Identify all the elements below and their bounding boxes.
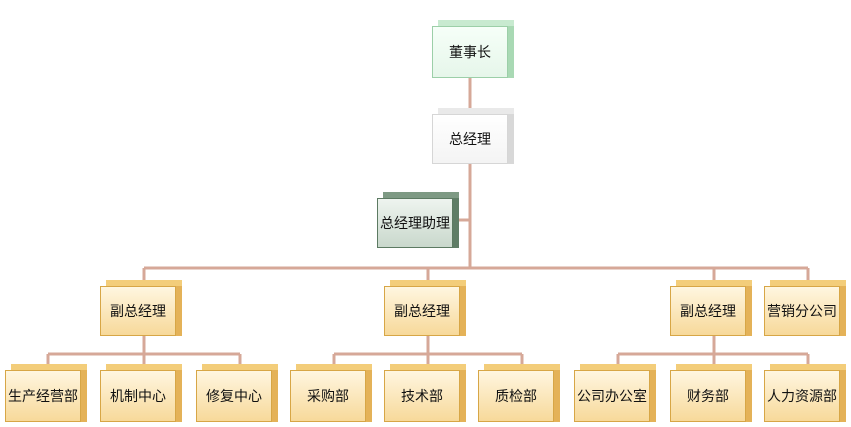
node-deputy-gm-2-label: 副总经理 — [394, 304, 450, 320]
node-machining-center: 机制中心 — [100, 364, 182, 422]
node-general-manager: 总经理 — [432, 108, 514, 164]
node-general-manager-label: 总经理 — [449, 132, 491, 148]
node-quality-dept: 质检部 — [478, 364, 560, 422]
node-quality-dept-label: 质检部 — [495, 389, 537, 405]
node-repair-center: 修复中心 — [196, 364, 278, 422]
node-deputy-gm-1-label: 副总经理 — [110, 304, 166, 320]
node-production-dept-label: 生产经营部 — [8, 389, 78, 405]
node-gm-assistant: 总经理助理 — [377, 192, 459, 248]
node-repair-center-label: 修复中心 — [206, 389, 262, 405]
node-deputy-gm-2: 副总经理 — [384, 280, 466, 336]
node-deputy-gm-1: 副总经理 — [100, 280, 182, 336]
node-deputy-gm-3: 副总经理 — [670, 280, 752, 336]
node-purchasing-dept-label: 采购部 — [307, 389, 349, 405]
node-deputy-gm-3-label: 副总经理 — [680, 304, 736, 320]
node-office: 公司办公室 — [574, 364, 656, 422]
node-chairman: 董事长 — [432, 20, 514, 78]
node-sales-branch: 营销分公司 — [764, 280, 846, 336]
node-technical-dept-label: 技术部 — [401, 389, 443, 405]
node-sales-branch-label: 营销分公司 — [767, 304, 837, 320]
node-finance-dept: 财务部 — [670, 364, 752, 422]
node-technical-dept: 技术部 — [384, 364, 466, 422]
node-production-dept: 生产经营部 — [5, 364, 87, 422]
node-office-label: 公司办公室 — [577, 389, 647, 405]
node-chairman-label: 董事长 — [449, 45, 491, 61]
node-hr-dept-label: 人力资源部 — [767, 389, 837, 405]
node-gm-assistant-label: 总经理助理 — [380, 216, 450, 232]
node-machining-center-label: 机制中心 — [110, 389, 166, 405]
node-hr-dept: 人力资源部 — [764, 364, 846, 422]
node-purchasing-dept: 采购部 — [290, 364, 372, 422]
node-finance-dept-label: 财务部 — [687, 389, 729, 405]
